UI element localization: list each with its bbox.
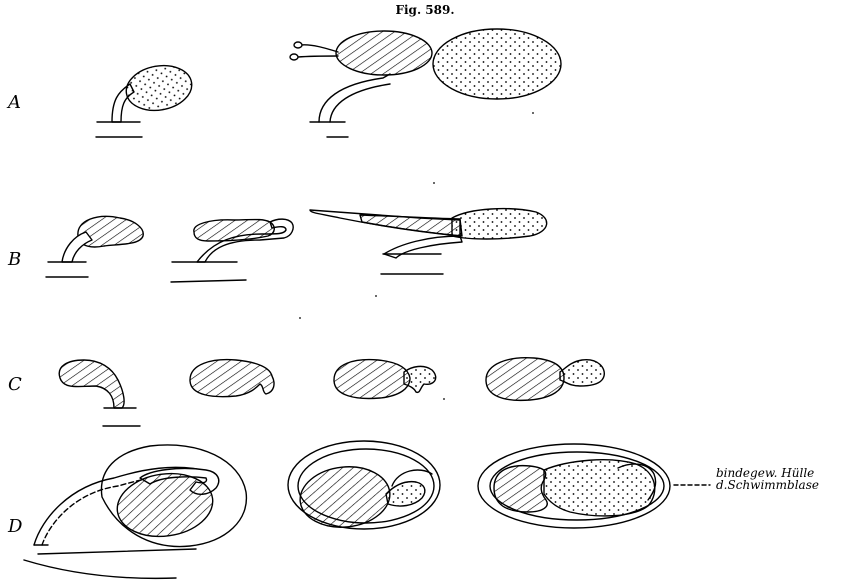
row-c-diagram-3 <box>334 360 436 399</box>
row-d-diagram-1 <box>24 445 246 578</box>
row-a-diagram-2 <box>290 29 561 137</box>
row-b-diagram-3 <box>310 209 547 274</box>
row-d-diagram-2 <box>288 441 440 532</box>
row-c-diagram-1 <box>59 360 140 426</box>
row-c-diagram-4 <box>486 358 604 401</box>
row-b-diagram-2 <box>171 219 293 282</box>
row-b-diagram-1 <box>46 216 143 277</box>
row-d-diagram-3 <box>478 444 710 528</box>
stray-specks <box>299 112 534 400</box>
row-c-diagram-2 <box>190 360 274 397</box>
row-a-diagram-1 <box>96 61 195 137</box>
